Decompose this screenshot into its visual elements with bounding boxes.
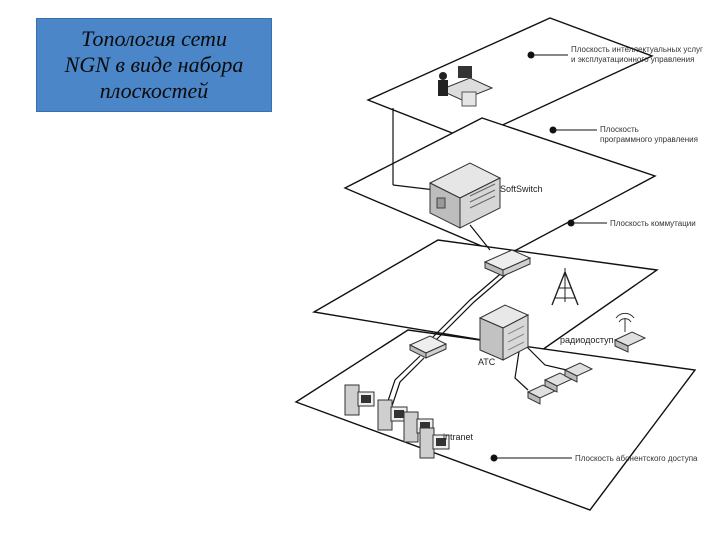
desktop-pc-icon <box>419 427 450 459</box>
plane-control-label-2: программного управления <box>600 135 698 144</box>
link-control-switch <box>469 224 491 251</box>
operator-workstation-icon <box>438 66 494 107</box>
link-switch-router-2 <box>428 271 510 348</box>
radio-access-label: радиодоступ <box>560 335 614 345</box>
softswitch-label: SoftSwitch <box>500 184 543 194</box>
plane-access-label: Плоскость абонентского доступа <box>575 454 698 463</box>
plane-services-label-1: Плоскость интеллектуальных услуг <box>571 45 703 54</box>
title-box: Топология сети NGN в виде набора плоскос… <box>36 18 272 112</box>
link-router-pcs-2 <box>389 357 425 413</box>
radio-access-phone-icon <box>613 312 647 353</box>
intranet-label: intranet <box>443 432 474 442</box>
link-softswitch-services <box>392 184 436 191</box>
atc-exchange-icon <box>478 304 530 361</box>
link-switch-router <box>424 269 506 346</box>
telephone-icon <box>563 362 594 383</box>
desktop-pc-icon <box>377 399 408 431</box>
plane-access <box>294 329 697 511</box>
atc-label: АТС <box>478 357 496 367</box>
telephone-icon <box>526 384 557 405</box>
network-switch-icon <box>483 249 532 277</box>
plane-control-label-1: Плоскость <box>600 125 639 134</box>
plane-services-label-2: и эксплуатационного управления <box>571 55 694 64</box>
plane-switching <box>311 239 659 351</box>
radio-tower-icon <box>551 268 579 306</box>
desktop-pc-icon <box>344 384 375 416</box>
page-title: Топология сети NGN в виде набора плоскос… <box>64 26 244 103</box>
access-router-icon <box>408 335 448 359</box>
softswitch-server-icon <box>428 162 502 229</box>
plane-services <box>366 17 654 141</box>
plane-switching-label: Плоскость коммутации <box>610 219 696 228</box>
link-atc-phones <box>514 344 529 391</box>
